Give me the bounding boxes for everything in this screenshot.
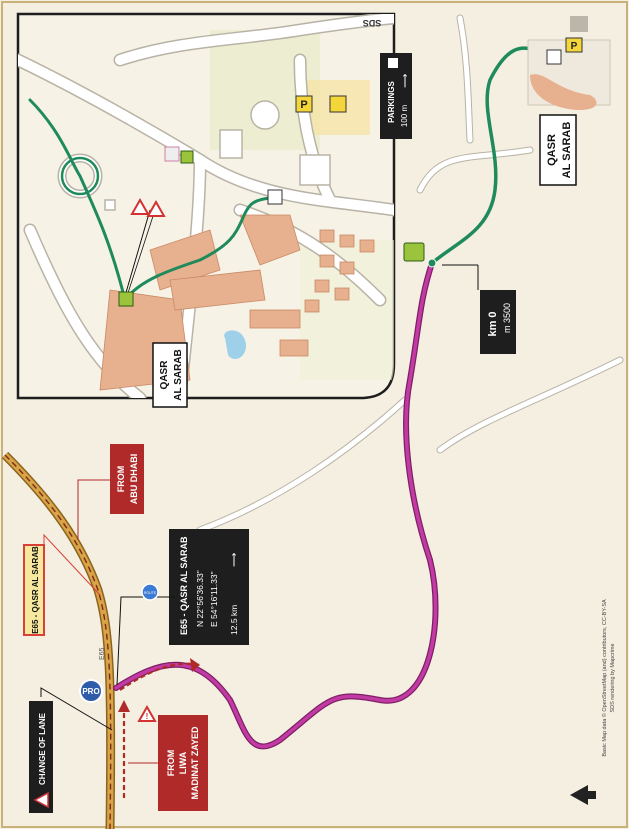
map-credit-line2: SDS rendering by Mapcrime [610,643,616,712]
destination-label-line1: QASR [546,134,558,166]
inset-map: P PARKINGS 100 m ⟶ QASR AL SARAB SDS [16,12,412,408]
inset-finish-icon [118,291,134,307]
km0-label: km 0 [487,311,499,336]
svg-text:P: P [300,99,307,111]
pro-badge: PRO [79,679,103,703]
from-liwa-label: FROM LIWA MADINAT ZAYED [158,715,208,811]
from-abu-dhabi-label: FROM ABU DHABI [110,444,144,514]
north-arrow-icon [570,785,596,805]
route-info-box: E65 - QASR AL SARAB N 22°56'36.33" E 54°… [169,529,249,645]
e65-tag-label: E65 - QASR AL SARAB [31,546,40,634]
from-abu-dhabi-line1: FROM [116,466,126,493]
destination-label: QASR AL SARAB [539,114,577,186]
arrow-right-icon: ⟶ [229,553,240,567]
svg-text:!: ! [146,712,149,721]
change-of-lane-label: CHANGE OF LANE [29,701,53,813]
route-info-lon: E 54°16'11.33" [209,571,219,627]
inset-destination-line1: QASR [159,360,170,390]
compound-map: P [527,16,611,110]
from-abu-dhabi-line2: ABU DHABI [129,454,139,505]
route-info-title: E65 - QASR AL SARAB [179,536,189,635]
inset-bus-icon [329,95,347,113]
svg-text:⟶: ⟶ [400,74,411,88]
e65-tag: E65 - QASR AL SARAB [23,544,45,636]
km0-distance: m 3500 [502,303,512,333]
background-roads [196,14,624,534]
parkings-label-text: PARKINGS [387,81,396,123]
compound-building [570,16,588,32]
svg-text:P: P [571,41,578,52]
warning-icon: ! [137,704,157,722]
destination-label-line2: AL SARAB [561,122,573,179]
finish-icon [403,242,425,262]
main-route-fill [114,261,438,749]
access-arrows [119,662,201,800]
map-credit-line1: Basic Map data © OpenStreetMap (and) con… [601,599,608,757]
km0-marker: km 0 m 3500 [403,242,516,354]
inset-route [28,98,272,302]
from-liwa-line1: FROM [166,750,176,777]
inset-parking-yellow-icon [295,95,313,113]
map-credit: Basic Map data © OpenStreetMap (and) con… [601,599,616,757]
finish-flag-icon [546,49,562,65]
parkings-label: PARKINGS 100 m ⟶ [380,53,412,139]
route-badge-text: ROUTE [144,591,157,595]
access-arrow-head [190,658,200,672]
pool [224,330,247,360]
route-badge: ROUTE [141,583,159,601]
parking-icon [565,37,583,53]
access-arrow-head-2 [118,700,130,712]
from-liwa-line3: MADINAT ZAYED [190,726,200,800]
inset-parking-icon [164,146,180,162]
pro-badge-text: PRO [82,687,99,696]
final-approach-route [430,46,547,265]
buildings [99,214,375,391]
route-info-lat: N 22°56'36.33" [195,570,205,627]
inset-corner-mark: SDS [363,18,382,28]
inset-destination-label: QASR AL SARAB [152,342,188,408]
inset-warning-icon [130,197,166,217]
from-liwa-line2: LIWA [178,751,188,774]
inset-parking-green-icon [180,150,194,164]
parkings-distance: 100 m [400,105,409,128]
road-label: E65 [99,647,106,660]
change-of-lane-text: CHANGE OF LANE [38,712,47,785]
inset-flag-icon [267,189,283,205]
inset-destination-line2: AL SARAB [173,349,184,400]
route-info-distance: 12.5 km [229,605,239,635]
